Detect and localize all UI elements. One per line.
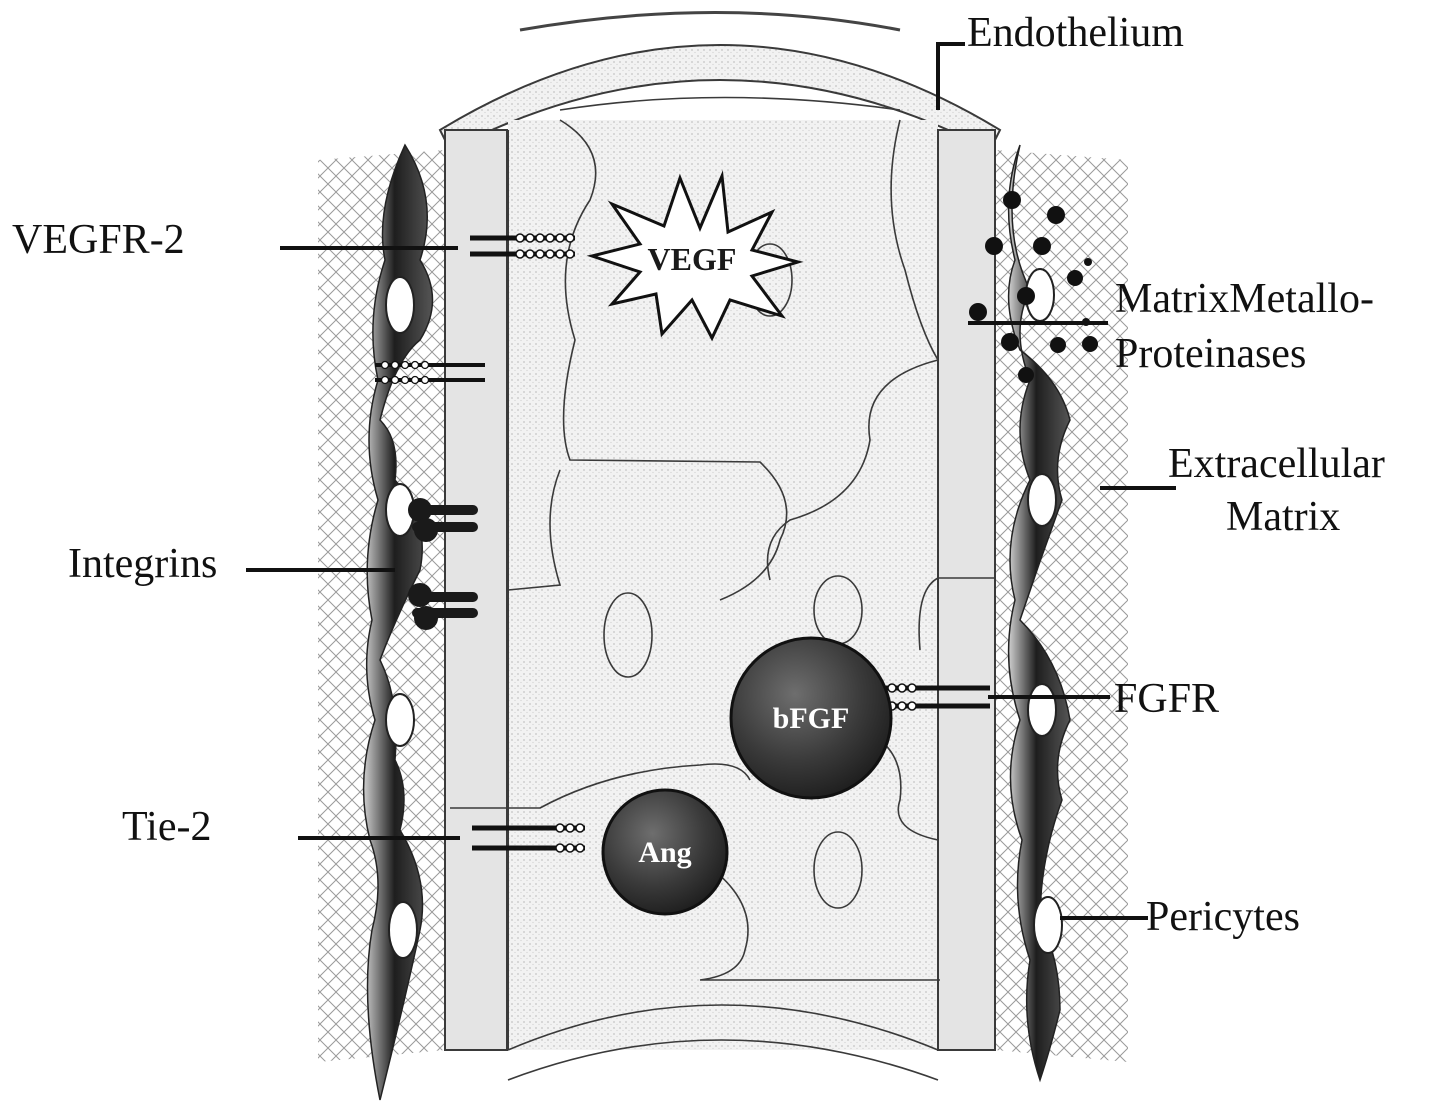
vegfr2-label: VEGFR-2 (12, 217, 185, 263)
tie2-label: Tie-2 (122, 804, 211, 850)
ang-label: Ang (638, 836, 691, 869)
right-vessel-wall (938, 130, 995, 1050)
pericytes-label: Pericytes (1146, 894, 1300, 940)
ang-molecule: Ang (603, 790, 727, 914)
ecm-label-line2: Matrix (1226, 494, 1340, 540)
bfgf-label: bFGF (773, 702, 850, 735)
mmp-label-line1: MatrixMetallo- (1115, 276, 1374, 322)
ecm-label-line1: Extracellular (1168, 441, 1385, 487)
left-vessel-wall (445, 130, 508, 1050)
fgfr-label: FGFR (1114, 676, 1219, 722)
endothelium-label: Endothelium (967, 10, 1184, 56)
mmp-label-line2: Proteinases (1115, 331, 1306, 377)
bfgf-molecule: bFGF (731, 638, 891, 798)
integrins-label: Integrins (68, 541, 217, 587)
vegf-label: VEGF (648, 241, 737, 277)
